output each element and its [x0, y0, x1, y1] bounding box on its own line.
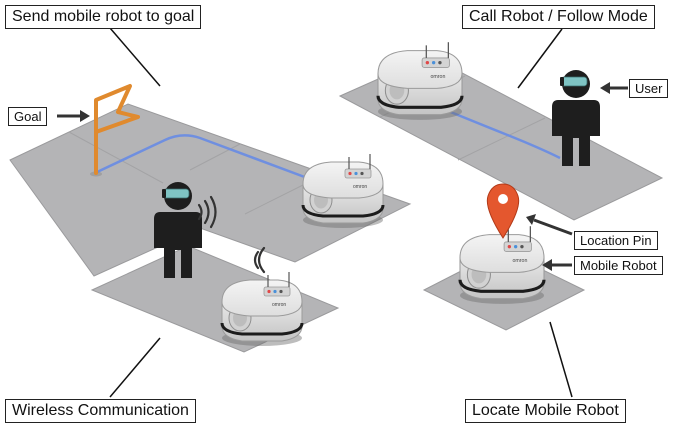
- label-location-pin: Location Pin: [574, 231, 658, 250]
- connector-top-left: [109, 27, 161, 87]
- location-pin-icon: [486, 183, 520, 239]
- pin-arrow: [533, 218, 573, 236]
- robot-brand-text: omron: [272, 302, 286, 308]
- robot-wireless: [220, 270, 304, 348]
- connector-top-right: [517, 28, 563, 89]
- robot-brand-text: omron: [513, 258, 528, 264]
- robot-brand-text: omron: [353, 184, 367, 190]
- connector-bottom-left: [109, 337, 161, 398]
- robot-call: [376, 40, 464, 122]
- caption-locate: Locate Mobile Robot: [465, 399, 626, 423]
- robot-signal-icon: [253, 246, 266, 274]
- label-goal: Goal: [8, 107, 48, 126]
- robot-send-goal: [301, 152, 385, 230]
- label-mobile-robot: Mobile Robot: [574, 256, 663, 275]
- label-user: User: [629, 79, 669, 98]
- caption-call-robot: Call Robot / Follow Mode: [462, 5, 655, 29]
- caption-send-goal: Send mobile robot to goal: [5, 5, 202, 29]
- route-line: [94, 134, 319, 184]
- caption-wireless: Wireless Communication: [5, 399, 196, 423]
- wireless-waves-icon: [197, 195, 217, 229]
- robot-locate: [458, 224, 546, 306]
- robot-brand-text: omron: [431, 74, 446, 80]
- connector-bottom-right: [549, 321, 573, 398]
- goal-flag-icon: [90, 84, 140, 177]
